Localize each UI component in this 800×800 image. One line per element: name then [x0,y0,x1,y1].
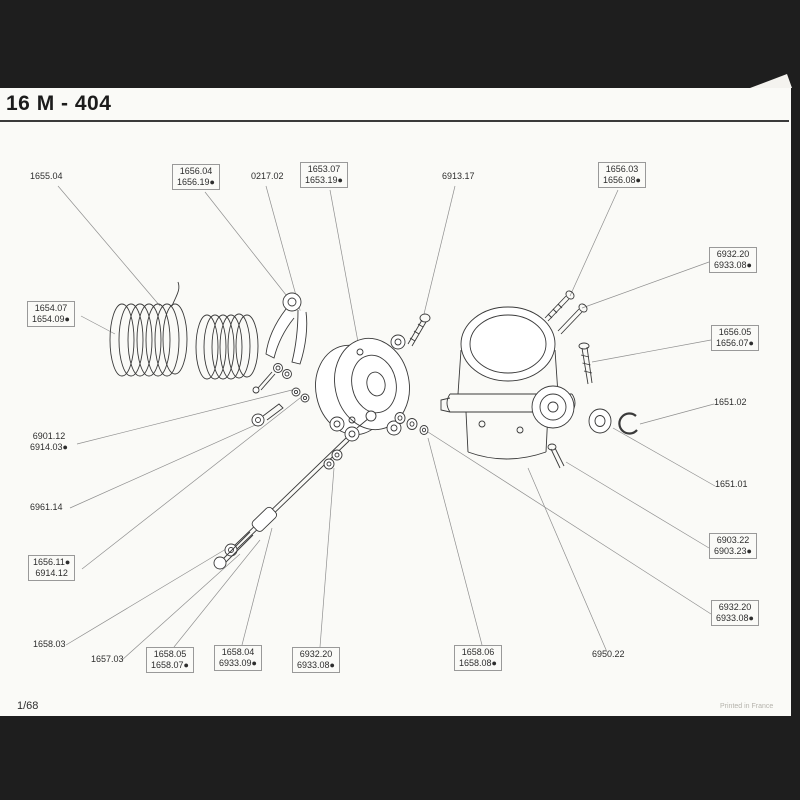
printed-note: Printed in France [720,703,774,710]
part-rod-washers [323,449,343,470]
part-fork-bolt-washers [252,363,292,394]
part-label-0217-02: 0217.02 [251,171,284,181]
page-number: 1/68 [17,700,39,712]
part-label-1651-02: 1651.02 [714,397,747,407]
part-label-1658-03: 1658.03 [33,639,66,649]
part-bolts-right [544,290,588,335]
part-flange-cover [315,334,410,436]
part-label-1655-04: 1655.04 [30,171,63,181]
part-washer-circlip [588,408,638,435]
part-screw-lower [547,443,565,469]
leader-lines [57,185,716,661]
part-bolt-top [407,313,431,347]
part-washers-mid [394,412,429,435]
part-pin [251,403,284,427]
part-bushing [195,313,259,380]
scan-border-bottom [0,716,800,800]
scan-border-right [791,88,800,716]
part-housing-body [440,306,576,460]
part-screw-side [578,342,593,385]
header-rule [0,120,789,122]
part-fork-lever [265,292,308,365]
part-label-1657-03: 1657.03 [91,654,124,664]
part-ribbed-sleeve-large [109,281,188,377]
part-linkage-rod [213,410,377,570]
part-label-6913-17: 6913.17 [442,171,475,181]
page-title: 16 M - 404 [6,92,112,115]
part-label-6950-22: 6950.22 [592,649,625,659]
part-label-1651-01: 1651.01 [715,479,748,489]
scan-border-top [0,0,800,88]
part-label-1656-11: 1656.11●6914.12 [28,555,76,581]
page-corner [750,74,792,88]
part-label-6961-14: 6961.14 [30,502,63,512]
part-small-fasteners [291,387,310,403]
